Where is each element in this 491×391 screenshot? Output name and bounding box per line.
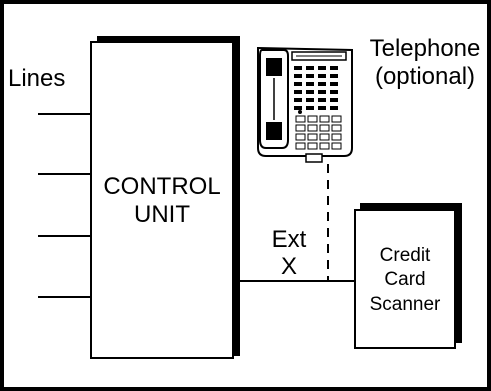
extension-label-line1: Ext: [272, 226, 307, 253]
control-unit-label-line2: UNIT: [134, 201, 190, 228]
scanner-label-line3: Scanner: [370, 294, 441, 315]
extension-label-line2: X: [281, 253, 297, 280]
scanner-label-line2: Card: [384, 269, 425, 290]
control-unit-label-line1: CONTROL: [103, 173, 220, 200]
credit-card-scanner: Credit Card Scanner: [354, 203, 462, 349]
control-unit: CONTROL UNIT: [90, 36, 240, 359]
telephone-label-line2: (optional): [375, 63, 475, 90]
desk-telephone-icon: [257, 46, 353, 163]
scanner-label-line1: Credit: [380, 245, 431, 266]
telephone-label-line1: Telephone: [370, 35, 481, 62]
scanner-box: [354, 209, 456, 349]
control-unit-box: [90, 41, 234, 359]
lines-label: Lines: [8, 65, 65, 92]
